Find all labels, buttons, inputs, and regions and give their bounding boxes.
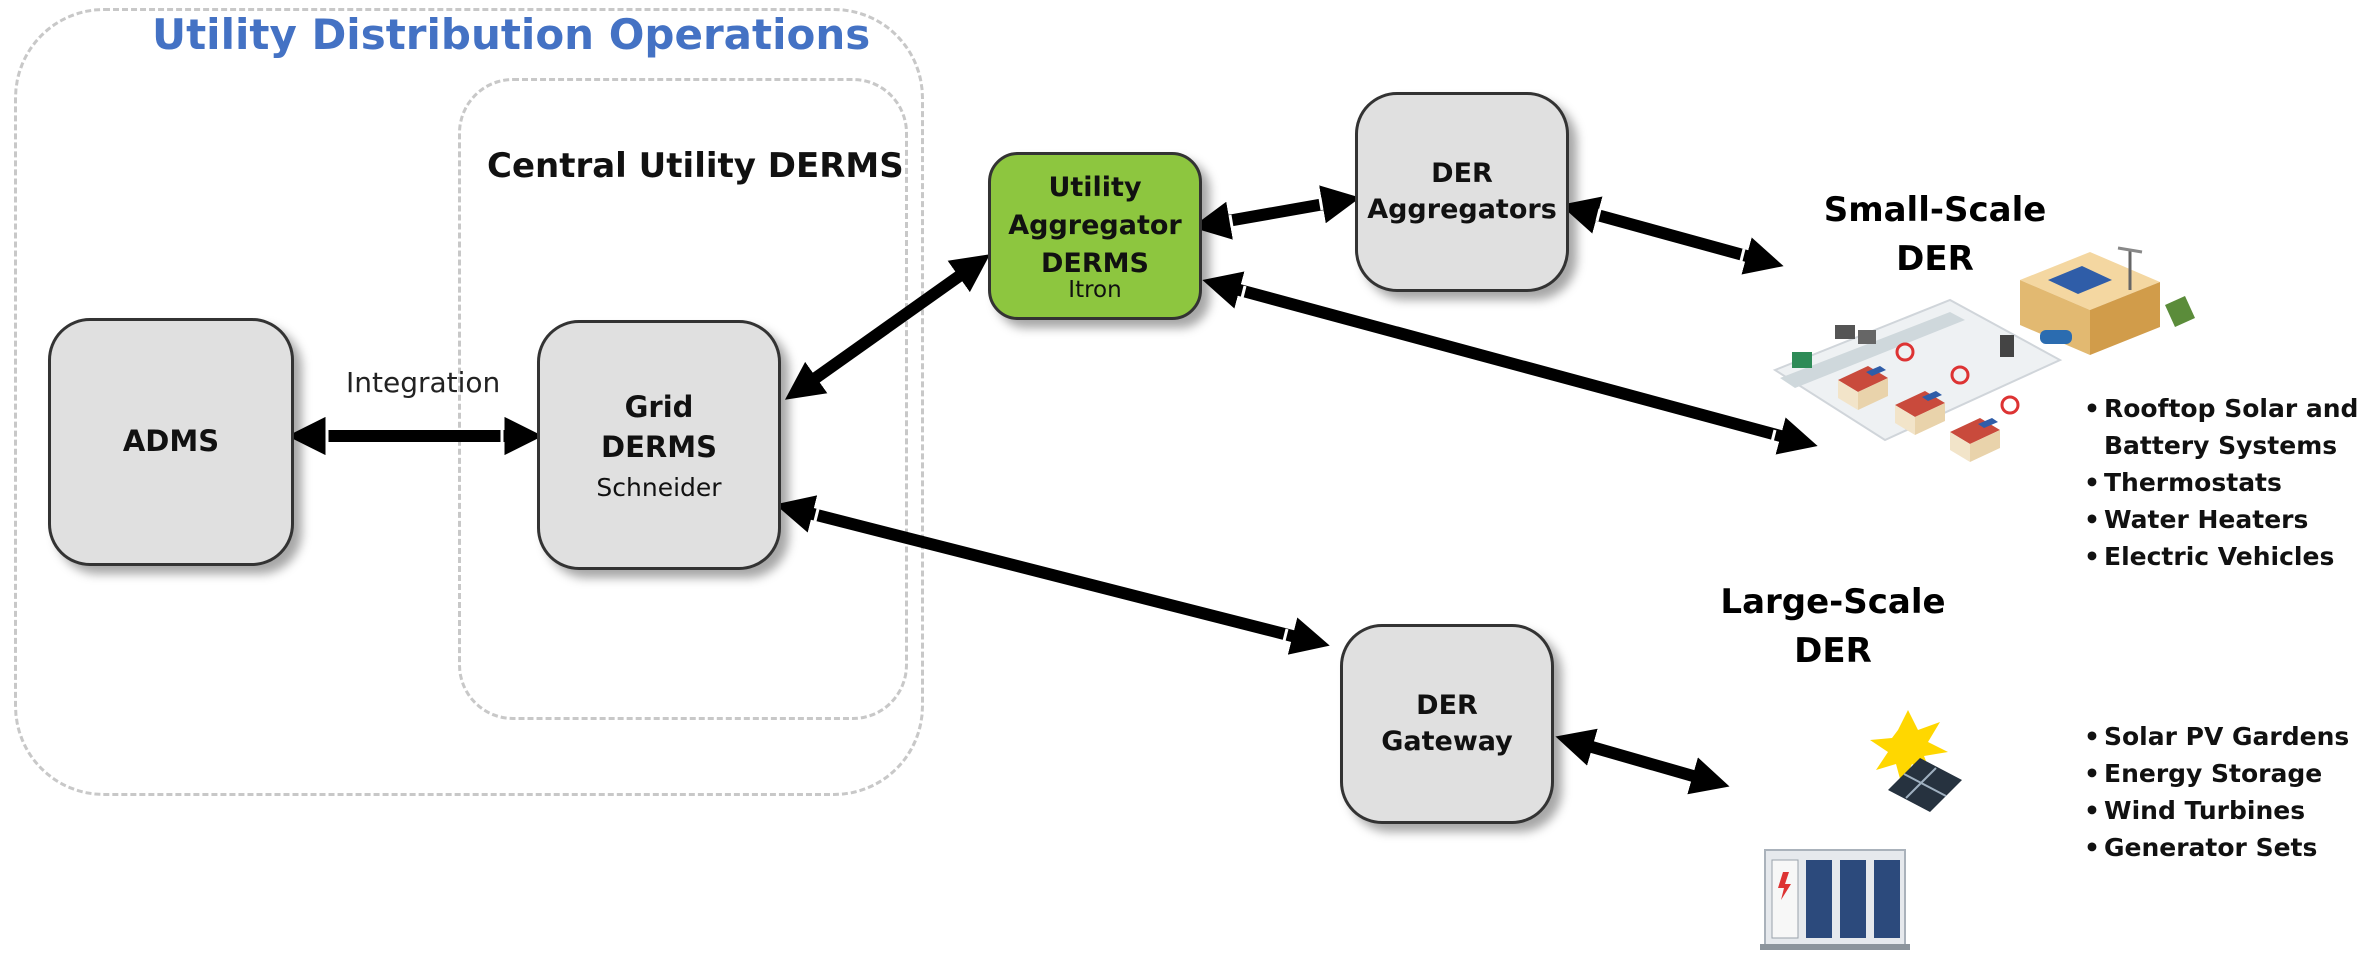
small-der-item: Electric Vehicles xyxy=(2084,538,2358,575)
utility-aggregator-derms-label: Utility Aggregator DERMS xyxy=(1008,172,1182,279)
grid-derms-node: Grid DERMS Schneider xyxy=(537,320,781,570)
small-der-item: Battery Systems xyxy=(2104,431,2338,460)
grid-derms-vendor: Schneider xyxy=(596,472,722,502)
aggregator-der-aggregators-arrow xyxy=(1191,185,1361,240)
solar-panel-icon xyxy=(1870,710,1962,812)
der-aggregators-small-der-arrow xyxy=(1560,196,1784,275)
adms-label: ADMS xyxy=(122,424,220,459)
aggregator-small-der-arrow xyxy=(1202,271,1818,455)
utility-distribution-operations-title: Utility Distribution Operations xyxy=(152,10,871,59)
small-der-item: Thermostats xyxy=(2084,464,2358,501)
small-der-item: Rooftop Solar and xyxy=(2084,390,2358,427)
grid-derms-label: Grid DERMS xyxy=(601,390,717,464)
der-aggregators-node: DER Aggregators xyxy=(1355,92,1569,292)
large-der-item: Solar PV Gardens xyxy=(2084,718,2349,755)
large-scale-der-list: Solar PV Gardens Energy Storage Wind Tur… xyxy=(2084,718,2349,866)
integration-label: Integration xyxy=(346,366,501,399)
der-gateway-label: DER Gateway xyxy=(1381,689,1513,757)
energy-storage-icon xyxy=(1760,849,1910,950)
central-utility-derms-title: Central Utility DERMS xyxy=(487,146,904,186)
utility-distribution-operations-region xyxy=(14,8,924,796)
grid-derms-gateway-arrow xyxy=(775,495,1330,655)
large-scale-der-heading: Large-Scale DER xyxy=(1720,582,1946,672)
der-gateway-node: DER Gateway xyxy=(1340,624,1554,824)
adms-node: ADMS xyxy=(48,318,294,566)
neighborhood-illustration xyxy=(1772,246,2195,462)
small-scale-der-heading: Small-Scale DER xyxy=(1823,190,2047,280)
large-der-item: Energy Storage xyxy=(2084,755,2349,792)
small-der-item: Water Heaters xyxy=(2084,501,2358,538)
small-scale-der-list: Rooftop Solar and Battery Systems Thermo… xyxy=(2084,390,2358,575)
utility-aggregator-derms-node: Utility Aggregator DERMS Itron xyxy=(988,152,1202,320)
gateway-large-der-arrow xyxy=(1555,728,1730,795)
der-aggregators-label: DER Aggregators xyxy=(1367,157,1557,225)
grid-derms-aggregator-arrow xyxy=(784,254,991,400)
large-der-item: Generator Sets xyxy=(2084,829,2349,866)
utility-aggregator-vendor: Itron xyxy=(1068,276,1122,303)
large-der-item: Wind Turbines xyxy=(2084,792,2349,829)
